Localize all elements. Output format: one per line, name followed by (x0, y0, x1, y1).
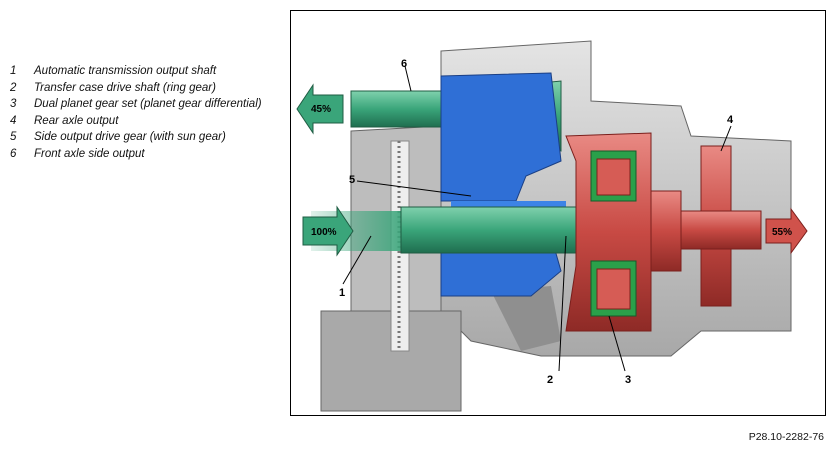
transfer-case-cutaway-figure: 100% 45% 55% 1 2 3 4 5 6 (290, 10, 826, 416)
ring-gear-housing (565, 132, 652, 332)
callout-leaders (342, 65, 732, 372)
svg-text:45%: 45% (311, 104, 331, 115)
front-flow-arrow: 45% (296, 83, 344, 135)
callout-2: 2 (547, 374, 553, 386)
svg-text:55%: 55% (772, 227, 792, 238)
svg-text:100%: 100% (311, 227, 337, 238)
callout-3: 3 (625, 374, 631, 386)
rear-flow-arrow: 55% (765, 207, 808, 255)
rear-axle-output (650, 145, 762, 307)
callout-6: 6 (401, 58, 407, 70)
callout-5: 5 (349, 174, 355, 186)
input-flow-arrow: 100% (302, 205, 354, 257)
figure-reference: P28.10-2282-76 (748, 431, 824, 443)
callout-4: 4 (727, 114, 734, 126)
callout-1: 1 (339, 287, 345, 299)
cutaway-illustration: 100% 45% 55% 1 2 3 4 5 6 (296, 40, 808, 412)
